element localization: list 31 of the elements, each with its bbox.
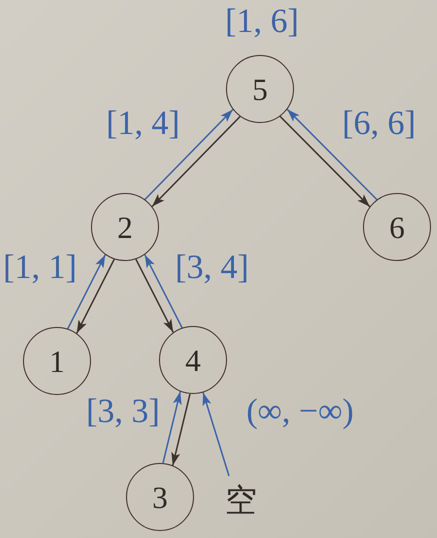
node-key: 1 (49, 346, 65, 376)
tree-node-circle (126, 463, 194, 531)
arrow (152, 116, 241, 208)
edge-label: [3, 3] (86, 395, 160, 429)
arrow (162, 391, 182, 464)
arrow (135, 258, 174, 333)
tree-node-circle (363, 193, 431, 261)
node-key: 5 (252, 74, 268, 104)
tree-node-circle (159, 326, 227, 394)
arrow (144, 108, 234, 200)
edge-label: (∞, −∞) (246, 395, 354, 429)
node-key: 3 (152, 482, 168, 512)
arrow (76, 258, 115, 334)
arrow (286, 108, 378, 200)
edge-label: [1, 4] (106, 107, 180, 141)
arrow (144, 254, 183, 328)
arrow (171, 394, 191, 466)
arrow (67, 254, 106, 330)
arrow (202, 392, 230, 476)
edge-label: [1, 1] (3, 251, 77, 285)
edge-label: [6, 6] (342, 107, 416, 141)
node-key: 6 (389, 212, 405, 242)
edge-label: [3, 4] (175, 251, 249, 285)
tree-node-circle (91, 193, 159, 261)
tree-node-circle (23, 327, 91, 395)
node-key: 4 (185, 344, 201, 376)
tree-node-circle (226, 55, 294, 123)
node-key: 2 (117, 212, 133, 242)
interval-label: [1, 6] (225, 5, 299, 39)
arrow (280, 116, 370, 208)
empty-child-label: 空 (225, 484, 257, 516)
